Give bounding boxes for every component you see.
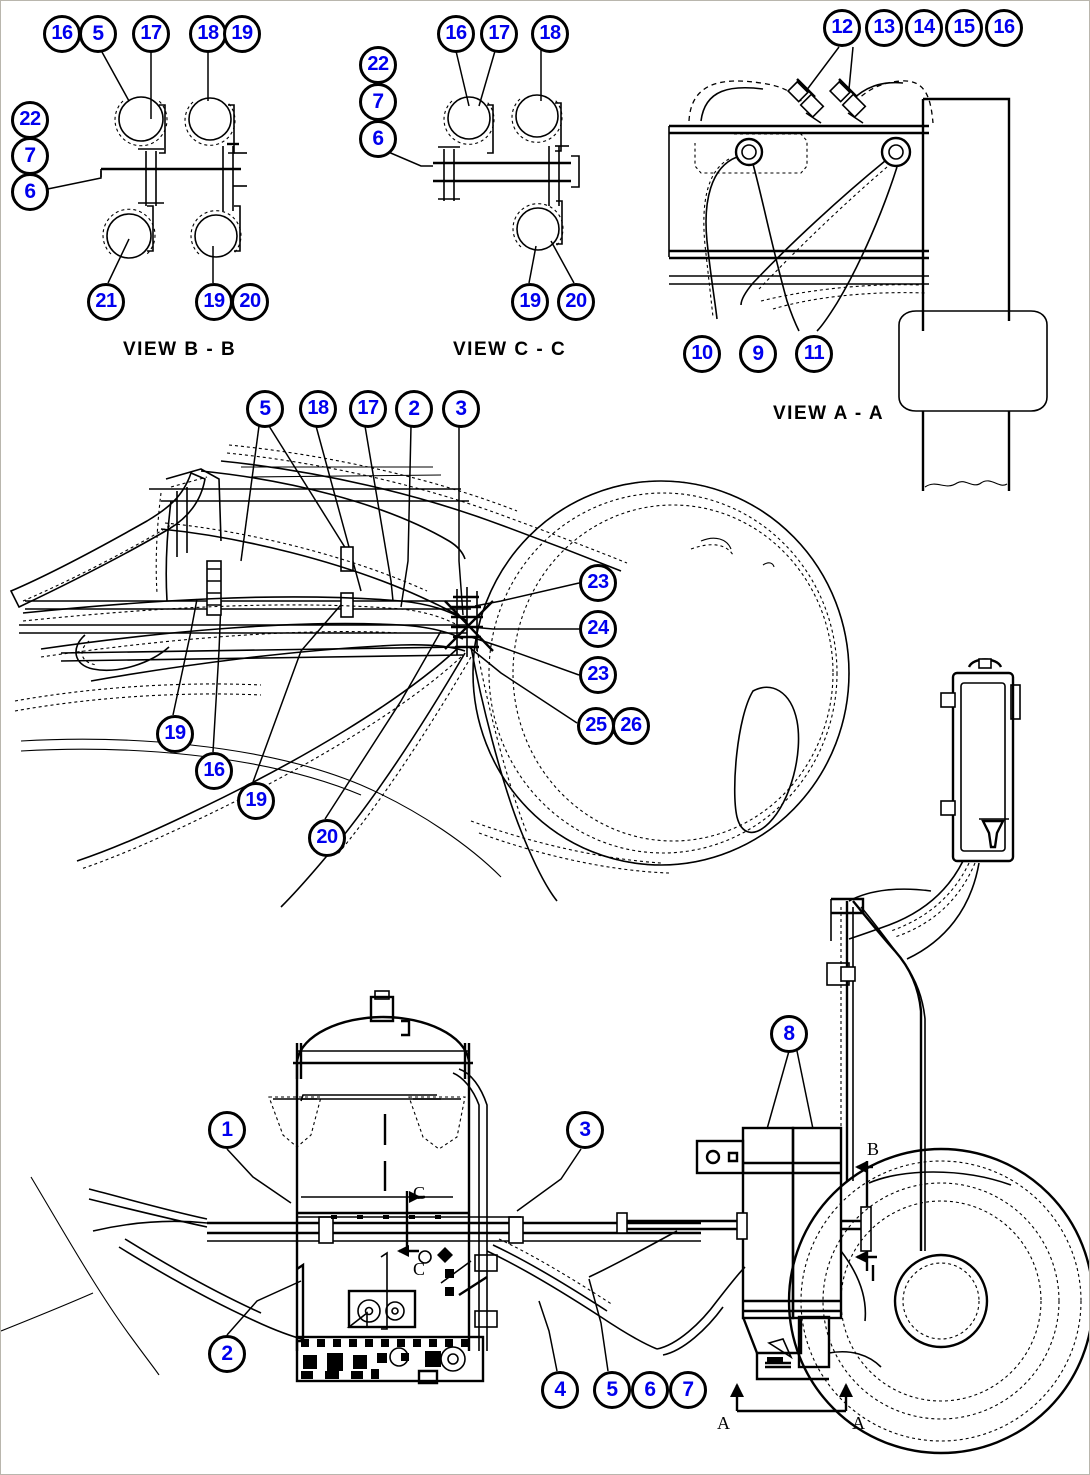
section-mark-c-lower: C bbox=[413, 1259, 426, 1279]
lower-machine-drawing bbox=[1, 990, 1089, 1455]
callout-bubble-2[interactable]: 2 bbox=[395, 390, 433, 428]
callout-bubble-18[interactable]: 18 bbox=[189, 15, 227, 53]
view-c-c-label: VIEW C - C bbox=[453, 339, 567, 360]
callout-bubble-17[interactable]: 17 bbox=[132, 15, 170, 53]
callout-bubble-16[interactable]: 16 bbox=[195, 752, 233, 790]
callout-bubble-19[interactable]: 19 bbox=[195, 283, 233, 321]
callout-bubble-1[interactable]: 1 bbox=[208, 1111, 246, 1149]
callout-bubble-18[interactable]: 18 bbox=[531, 15, 569, 53]
callout-bubble-6[interactable]: 6 bbox=[359, 120, 397, 158]
callout-bubble-22[interactable]: 22 bbox=[11, 101, 49, 139]
callout-bubble-20[interactable]: 20 bbox=[557, 283, 595, 321]
callout-bubble-23[interactable]: 23 bbox=[579, 564, 617, 602]
callout-bubble-8[interactable]: 8 bbox=[770, 1015, 808, 1053]
callout-bubble-17[interactable]: 17 bbox=[480, 15, 518, 53]
view-a-a-label: VIEW A - A bbox=[773, 403, 885, 424]
view-c-c-drawing bbox=[385, 49, 580, 284]
view-b-b-label: VIEW B - B bbox=[123, 339, 237, 360]
callout-bubble-25[interactable]: 25 bbox=[577, 707, 615, 745]
callout-bubble-24[interactable]: 24 bbox=[579, 610, 617, 648]
callout-bubble-2[interactable]: 2 bbox=[208, 1335, 246, 1373]
callout-bubble-18[interactable]: 18 bbox=[299, 390, 337, 428]
callout-bubble-20[interactable]: 20 bbox=[308, 819, 346, 857]
mast-junction-box bbox=[826, 658, 1021, 1251]
callout-bubble-22[interactable]: 22 bbox=[359, 46, 397, 84]
callout-bubble-5[interactable]: 5 bbox=[246, 390, 284, 428]
callout-bubble-16[interactable]: 16 bbox=[437, 15, 475, 53]
callout-bubble-11[interactable]: 11 bbox=[795, 335, 833, 373]
view-a-a-drawing bbox=[668, 46, 1048, 491]
callout-bubble-3[interactable]: 3 bbox=[566, 1111, 604, 1149]
callout-bubble-21[interactable]: 21 bbox=[87, 283, 125, 321]
callout-bubble-26[interactable]: 26 bbox=[612, 707, 650, 745]
callout-bubble-23[interactable]: 23 bbox=[579, 656, 617, 694]
callout-bubble-14[interactable]: 14 bbox=[905, 9, 943, 47]
callout-bubble-19[interactable]: 19 bbox=[511, 283, 549, 321]
callout-bubble-7[interactable]: 7 bbox=[669, 1371, 707, 1409]
callout-bubble-16[interactable]: 16 bbox=[43, 15, 81, 53]
callout-bubble-17[interactable]: 17 bbox=[349, 390, 387, 428]
callout-bubble-5[interactable]: 5 bbox=[593, 1371, 631, 1409]
callout-bubble-3[interactable]: 3 bbox=[442, 390, 480, 428]
callout-bubble-7[interactable]: 7 bbox=[359, 83, 397, 121]
callout-bubble-4[interactable]: 4 bbox=[541, 1371, 579, 1409]
callout-bubble-16[interactable]: 16 bbox=[985, 9, 1023, 47]
callout-bubble-13[interactable]: 13 bbox=[865, 9, 903, 47]
callout-bubble-6[interactable]: 6 bbox=[631, 1371, 669, 1409]
callout-bubble-20[interactable]: 20 bbox=[231, 283, 269, 321]
main-drum-assembly bbox=[9, 425, 850, 908]
callout-bubble-5[interactable]: 5 bbox=[79, 15, 117, 53]
section-mark-a-right: A bbox=[852, 1413, 865, 1433]
callout-bubble-7[interactable]: 7 bbox=[11, 137, 49, 175]
callout-bubble-6[interactable]: 6 bbox=[11, 173, 49, 211]
callout-bubble-19[interactable]: 19 bbox=[156, 715, 194, 753]
callout-bubble-12[interactable]: 12 bbox=[823, 9, 861, 47]
callout-bubble-19[interactable]: 19 bbox=[223, 15, 261, 53]
callout-bubble-9[interactable]: 9 bbox=[739, 335, 777, 373]
callout-bubble-10[interactable]: 10 bbox=[683, 335, 721, 373]
section-mark-a-left: A bbox=[717, 1413, 730, 1433]
section-mark-c-upper: C bbox=[413, 1183, 426, 1203]
callout-bubble-15[interactable]: 15 bbox=[945, 9, 983, 47]
view-b-b-drawing bbox=[37, 42, 247, 284]
callout-bubble-19[interactable]: 19 bbox=[237, 782, 275, 820]
section-mark-b: B bbox=[867, 1139, 880, 1159]
